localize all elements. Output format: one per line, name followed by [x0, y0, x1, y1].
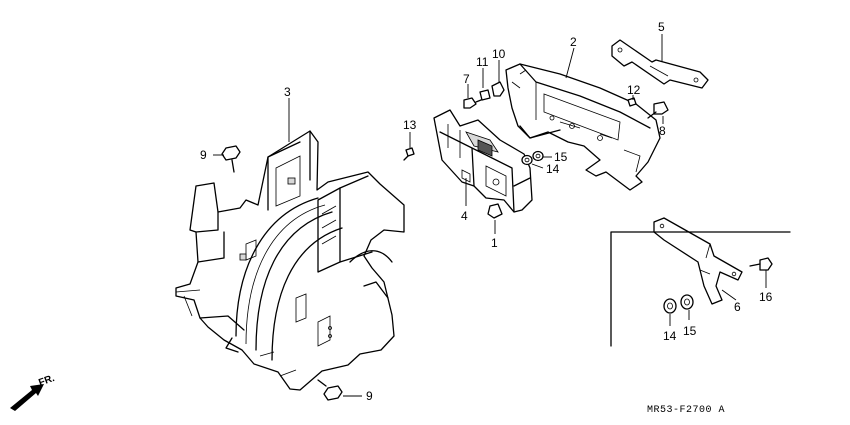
callout-2: 2 — [570, 35, 577, 49]
front-label: FR. — [37, 373, 56, 389]
nut-14-upper — [521, 154, 533, 166]
callout-5: 5 — [658, 20, 665, 34]
screw-13 — [403, 147, 415, 161]
callout-7: 7 — [463, 72, 470, 86]
bolt-9-lower — [317, 379, 343, 401]
bolt-7 — [463, 97, 487, 109]
callout-1: 1 — [491, 236, 498, 250]
callout-14-inset: 14 — [663, 329, 677, 343]
bolt-16 — [749, 257, 773, 271]
callout-12: 12 — [627, 83, 641, 97]
callout-15-inset: 15 — [683, 324, 697, 338]
nut-11 — [479, 89, 491, 101]
callout-4: 4 — [461, 209, 468, 223]
bracket-part-6 — [653, 217, 743, 305]
diagram-code: MR53-F2700 A — [647, 405, 725, 416]
washer-15-upper — [532, 150, 544, 162]
inset-frame — [610, 231, 791, 347]
callout-15-upper: 15 — [554, 150, 568, 164]
front-direction-arrow: FR. — [10, 373, 56, 411]
callout-6: 6 — [734, 300, 741, 314]
callout-8: 8 — [659, 124, 666, 138]
leader-lines — [213, 34, 767, 397]
callout-9-lower: 9 — [366, 389, 373, 403]
nut-14-inset — [663, 298, 677, 314]
clip-10 — [491, 81, 505, 97]
bolt-8 — [647, 101, 669, 119]
clip-1 — [487, 203, 503, 219]
callout-11: 11 — [476, 55, 489, 69]
callout-3: 3 — [284, 85, 291, 99]
callout-9-upper: 9 — [200, 148, 207, 162]
inner-fender-part-3 — [175, 130, 405, 391]
bracket-part-5 — [611, 39, 709, 89]
rear-panel-part-2 — [505, 63, 661, 191]
callout-10: 10 — [492, 47, 506, 61]
callout-16: 16 — [759, 290, 773, 304]
washer-15-inset — [680, 294, 694, 310]
bracket-part-4 — [433, 109, 533, 213]
callout-13: 13 — [403, 118, 417, 132]
bolt-9-upper — [221, 145, 241, 173]
callout-14-upper: 14 — [546, 162, 560, 176]
screw-12 — [627, 97, 637, 107]
callouts: 1 2 3 4 5 6 7 8 9 9 10 11 12 13 14 15 14… — [200, 20, 773, 403]
